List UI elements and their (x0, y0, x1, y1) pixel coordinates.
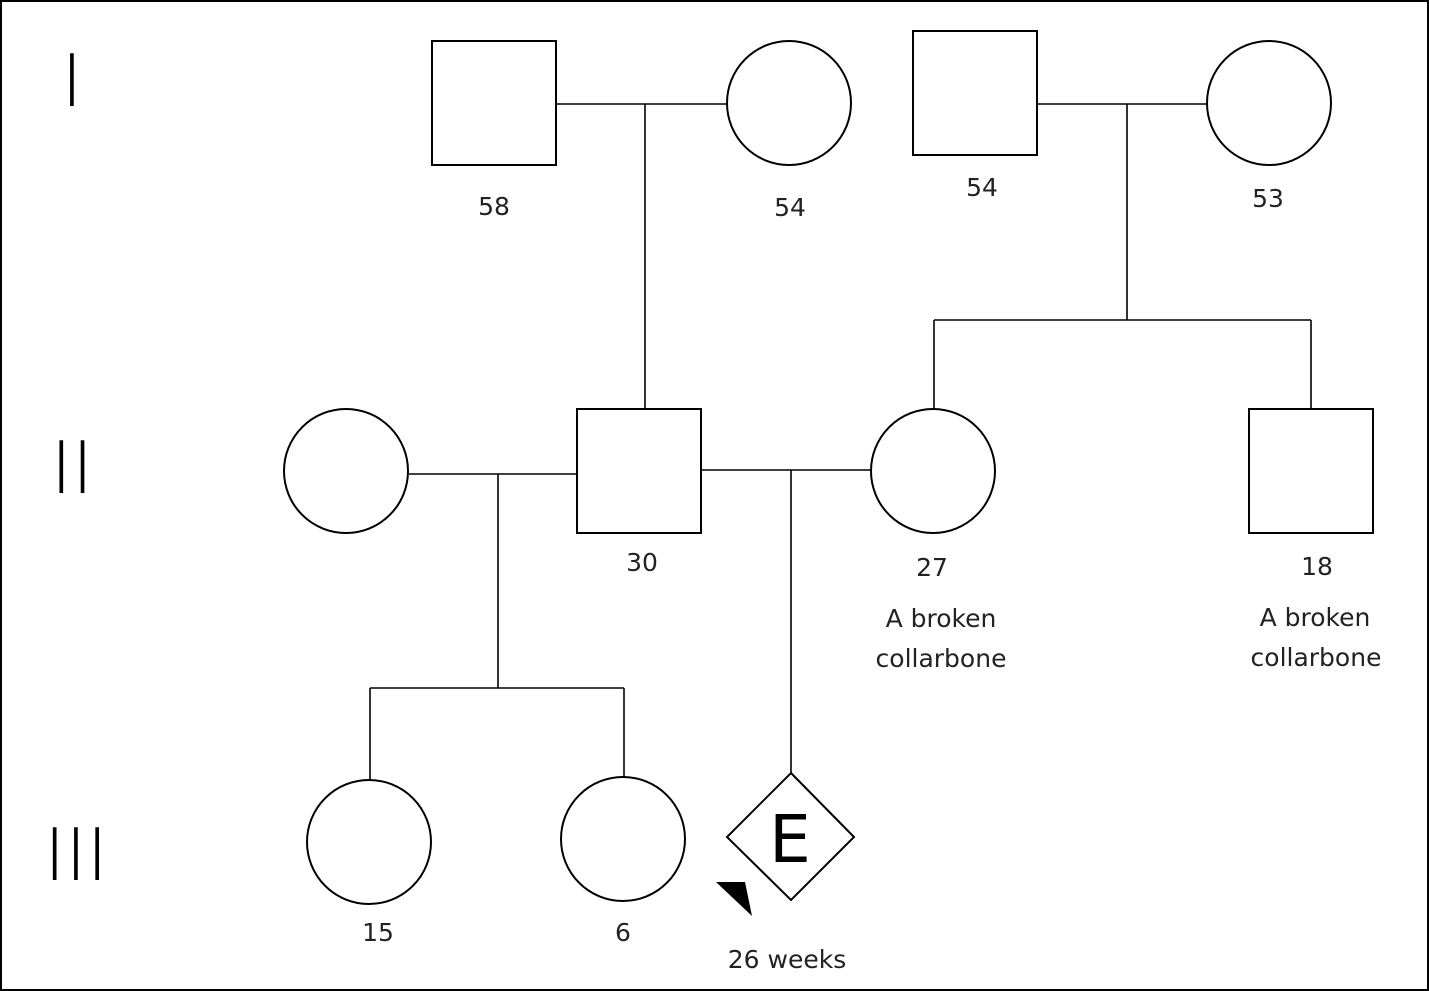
note-mother-line2: collarbone (876, 644, 1007, 673)
female-symbol-mother (870, 408, 996, 534)
note-uncle-line1: A broken (1260, 603, 1371, 632)
age-father: 30 (626, 548, 658, 577)
age-half-sibling-2: 6 (615, 918, 631, 947)
female-symbol-paternal-grandmother (726, 40, 852, 166)
age-maternal-uncle: 18 (1301, 552, 1333, 581)
generation-label-3: III (44, 813, 108, 897)
male-symbol-paternal-grandfather (431, 40, 557, 166)
age-paternal-grandmother: 54 (774, 193, 806, 222)
female-symbol-half-sibling-2 (560, 776, 686, 902)
male-symbol-maternal-grandfather (912, 30, 1038, 156)
female-symbol-maternal-grandmother (1206, 40, 1332, 166)
proband-arrow-icon (716, 882, 752, 916)
gestation-label: 26 weeks (728, 945, 846, 974)
age-half-sibling-1: 15 (362, 918, 394, 947)
generation-label-1: I (61, 39, 82, 123)
male-symbol-maternal-uncle (1248, 408, 1374, 534)
pregnancy-mark: E (769, 801, 811, 878)
note-mother-line1: A broken (886, 604, 997, 633)
male-symbol-father (576, 408, 702, 534)
pregnancy-diamond-symbol (725, 771, 856, 902)
age-mother: 27 (916, 553, 948, 582)
age-maternal-grandmother: 53 (1252, 184, 1284, 213)
generation-label-2: II (51, 426, 93, 510)
note-uncle-line2: collarbone (1251, 643, 1382, 672)
age-maternal-grandfather: 54 (966, 173, 998, 202)
female-symbol-first-partner (283, 408, 409, 534)
age-paternal-grandfather: 58 (478, 192, 510, 221)
female-symbol-half-sibling-1 (306, 779, 432, 905)
